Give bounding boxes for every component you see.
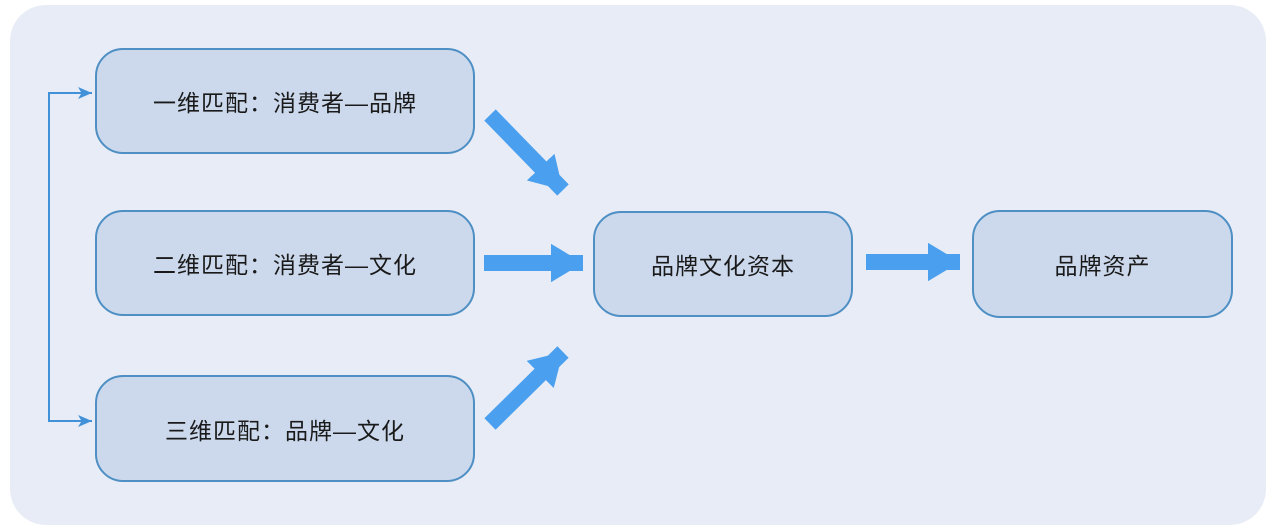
- node-match-3d-label: 三维匹配：品牌—文化: [165, 417, 405, 444]
- node-brand-cultural-capital: 品牌文化资本: [593, 211, 853, 317]
- node-match-2d: 二维匹配：消费者—文化: [95, 210, 475, 316]
- node-match-1d: 一维匹配：消费者—品牌: [95, 48, 475, 154]
- node-match-2d-label: 二维匹配：消费者—文化: [153, 252, 417, 278]
- node-brand-equity: 品牌资产: [972, 210, 1233, 318]
- node-match-1d-label: 一维匹配：消费者—品牌: [153, 90, 417, 116]
- node-brand-cultural-capital-label: 品牌文化资本: [651, 253, 795, 279]
- node-brand-equity-label: 品牌资产: [1054, 253, 1151, 279]
- node-match-3d: 三维匹配：品牌—文化: [95, 375, 475, 482]
